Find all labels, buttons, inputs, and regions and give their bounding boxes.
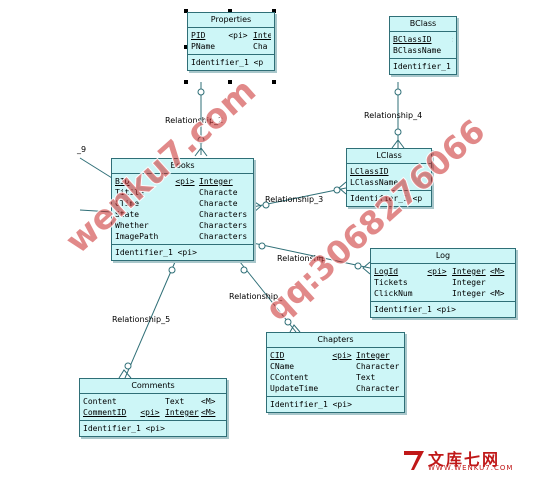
attribute-row: CID <pi> Integer <box>270 351 390 360</box>
link-end-circle <box>394 88 402 96</box>
link-end-circle <box>284 318 292 326</box>
relationship-label[interactable]: Relationship_3 <box>265 195 324 204</box>
crowfoot-comments-top <box>118 369 132 379</box>
identifier-row: Identifier_1 <pi> <box>115 248 197 257</box>
attribute-row: CommentID <pi> Integer <M> <box>83 408 216 417</box>
selection-handle[interactable] <box>228 80 232 84</box>
relationship-label[interactable]: Relationship_4 <box>364 111 423 120</box>
selection-handle[interactable] <box>228 9 232 13</box>
entity-title: BClass <box>390 17 456 32</box>
link-end-circle <box>354 262 362 270</box>
attribute-row: ClickNum Integer <M> <box>374 289 505 298</box>
identifier-row: Identifier_1 <pi> <box>374 305 456 314</box>
attribute-row: CName Character <box>270 362 400 371</box>
link-end-circle <box>197 88 205 96</box>
attribute-row: PID <pi> Inte <box>191 31 271 40</box>
crowfoot-books-top <box>194 147 208 157</box>
crowfoot-lclass-top <box>391 139 405 149</box>
attribute-row: Content Text <M> <box>83 397 216 406</box>
identifier-row: Identifier_1 <pi> <box>83 424 165 433</box>
attribute-row: CContent Text <box>270 373 376 382</box>
attribute-row: ImagePath Characters <box>115 232 248 241</box>
link-end-circle <box>168 266 176 274</box>
entity-title: Chapters <box>267 333 404 348</box>
entity-log[interactable]: Log LogId <pi> Integer <M> Tickets Integ… <box>370 248 516 318</box>
entity-title: Books <box>112 159 253 174</box>
identifier-row: Identifier_1 <box>393 62 451 71</box>
link-end-circle <box>262 201 270 209</box>
entity-title: Properties <box>188 13 274 28</box>
attribute-row: LClassName <box>350 178 399 187</box>
relationship-label[interactable]: Relationship_ <box>229 292 283 301</box>
attribute-row: LClassID <box>350 167 389 176</box>
link-end-circle <box>240 266 248 274</box>
crowfoot-books-right <box>252 200 262 214</box>
link-end-circle <box>394 128 402 136</box>
attribute-row: PName Cha <box>191 42 268 51</box>
link-books-log <box>252 242 371 269</box>
entity-title: Log <box>371 249 515 264</box>
attribute-row: LogId <pi> Integer <M> <box>374 267 505 276</box>
link-end-circle <box>124 362 132 370</box>
selection-handle[interactable] <box>272 80 276 84</box>
attribute-row: Titile Characte <box>115 188 238 197</box>
entity-books[interactable]: Books BID <pi> Integer Titile Characte C… <box>111 158 254 261</box>
entity-properties[interactable]: Properties PID <pi> Inte PName Cha Ident… <box>187 12 275 71</box>
identifier-row: Identifier_1 <p <box>350 194 423 203</box>
logo-url: WWW.WENKU7.COM <box>428 464 514 472</box>
logo-text: 文库七网 <box>428 450 501 469</box>
logo-mark-icon <box>404 451 424 470</box>
link-books-comments <box>124 261 176 379</box>
entity-chapters[interactable]: Chapters CID <pi> Integer CName Characte… <box>266 332 405 413</box>
attribute-row: BClassName <box>393 46 442 55</box>
attribute-row: Whether Characters <box>115 221 248 230</box>
entity-lclass[interactable]: LClass LClassID LClassName Identifier_1 … <box>346 148 432 207</box>
identifier-row: Identifier_1 <pi> <box>270 400 352 409</box>
entity-title: LClass <box>347 149 431 164</box>
selection-handle[interactable] <box>184 80 188 84</box>
relationship-label[interactable]: Relationship_2 <box>165 116 224 125</box>
attribute-row: State Characters <box>115 210 248 219</box>
link-relationship-9-a <box>79 157 113 179</box>
relationship-label[interactable]: _9 <box>77 145 87 154</box>
site-logo: 文库七网 WWW.WENKU7.COM <box>402 446 532 474</box>
selection-handle[interactable] <box>184 45 188 49</box>
crowfoot-chapters-top <box>289 324 301 333</box>
crowfoot-lclass-left <box>338 181 347 195</box>
selection-handle[interactable] <box>184 9 188 13</box>
entity-comments[interactable]: Comments Content Text <M> CommentID <pi>… <box>79 378 227 437</box>
link-end-circle <box>333 186 341 194</box>
link-end-circle <box>197 136 205 144</box>
attribute-row: UpdateTime Character <box>270 384 400 393</box>
attribute-row: Tickets Integer <box>374 278 486 287</box>
identifier-row: Identifier_1 <p <box>191 58 264 67</box>
entity-title: Comments <box>80 379 226 394</box>
crowfoot-log-left <box>362 261 371 275</box>
selection-handle[interactable] <box>272 9 276 13</box>
attribute-row: CTime Characte <box>115 199 238 208</box>
link-relationship-9-b <box>79 209 113 213</box>
link-end-circle <box>258 242 266 250</box>
entity-bclass[interactable]: BClass BClassID : BClassName Identifier_… <box>389 16 457 75</box>
relationship-label[interactable]: Relationship_ <box>277 254 331 263</box>
attribute-row: BClassID : <box>393 35 453 44</box>
relationship-label[interactable]: Relationship_5 <box>112 315 171 324</box>
attribute-row: BID <pi> Integer <box>115 177 233 186</box>
